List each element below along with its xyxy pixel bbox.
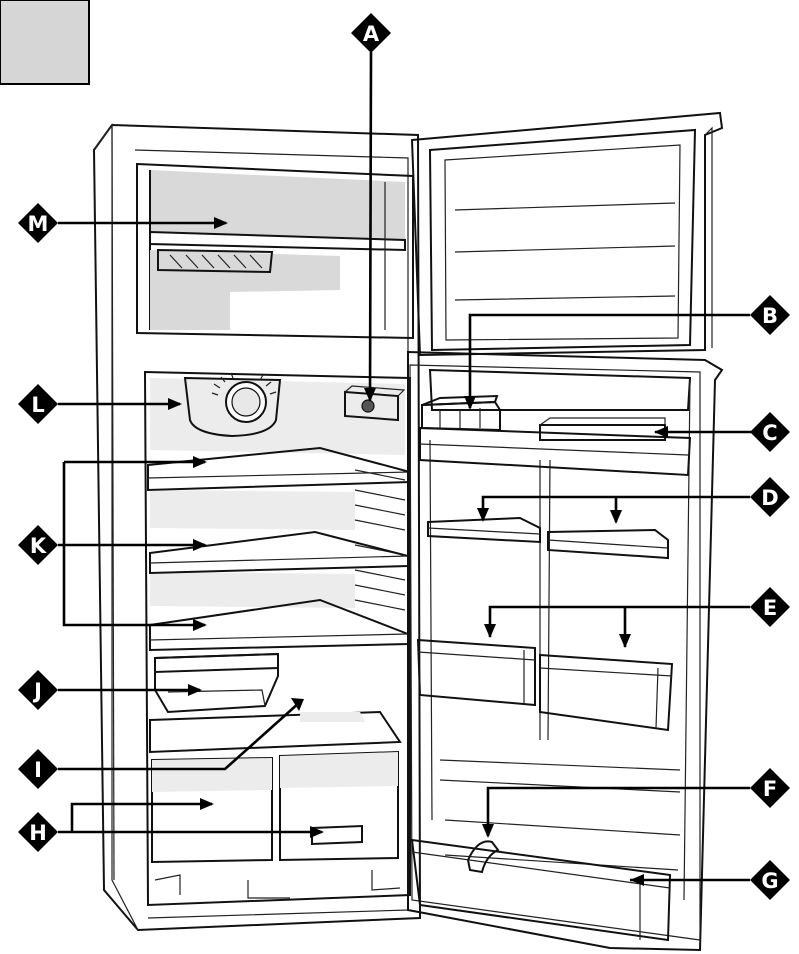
callout-d-label: D [761,486,778,510]
callout-k-label: K [30,534,47,558]
corner-panel [0,0,90,85]
middle-door-shelves [416,638,674,732]
chiller-tray [154,652,279,714]
crisper-drawers [151,750,401,899]
callout-i-label: I [34,758,42,782]
callout-f: F [750,768,790,808]
callout-f-label: F [763,777,777,801]
callout-d: D [750,477,790,517]
callout-h-label: H [29,821,47,845]
callout-a-label: A [363,22,380,46]
callout-m: M [18,203,58,243]
callout-l-label: L [31,393,44,417]
callout-g-label: G [761,869,778,893]
callout-i: I [18,749,58,789]
freezer-door [410,111,724,357]
callout-h: H [18,812,58,852]
fridge-door [407,350,724,952]
egg-tray [421,394,501,432]
callout-j-label: J [32,679,42,703]
callout-b: B [750,295,790,335]
callout-a: A [351,13,391,53]
callout-c: C [750,412,790,452]
butter-compartment [539,417,666,441]
upper-door-shelves [427,516,669,560]
callout-l: L [18,384,58,424]
bottle-shelf [410,838,672,942]
callout-c-label: C [762,421,777,445]
callout-e-label: E [763,596,777,620]
fridge-body [92,123,422,932]
fridge-interior [143,370,411,907]
callout-e: E [750,587,790,627]
thermostat-knob [183,372,282,438]
callout-b-label: B [762,304,778,328]
lamp-unit [344,385,406,422]
callout-j: J [18,670,58,710]
bottle-holder [466,840,500,874]
callout-g: G [750,860,790,900]
top-door-shelf [419,426,692,477]
crisper-cover [149,710,402,754]
leader-lines [58,51,762,886]
callout-m-label: M [28,212,49,236]
callout-k: K [18,525,58,565]
glass-shelves [147,446,411,652]
